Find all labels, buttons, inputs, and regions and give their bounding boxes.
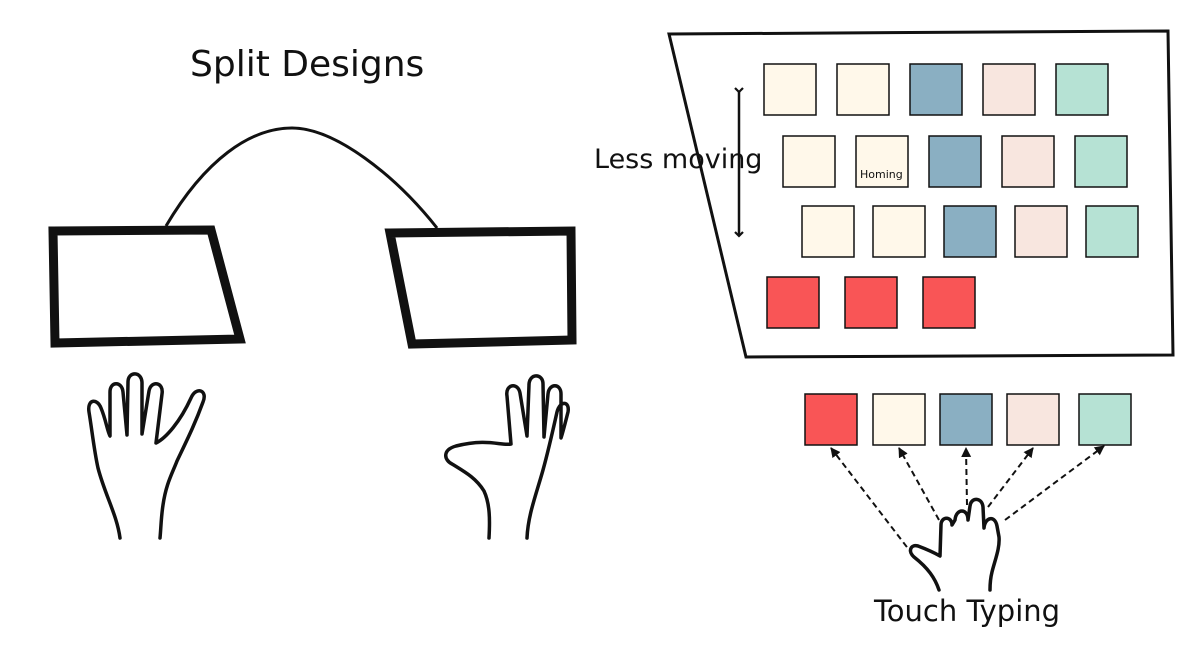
label-less-moving: Less moving <box>594 144 763 175</box>
key-r2-c2 <box>855 135 909 188</box>
key-r2-c5 <box>1074 135 1128 188</box>
keyboard-keys <box>763 63 1139 329</box>
key-r4-c3 <box>922 276 976 329</box>
finger-arrow-1 <box>830 447 914 556</box>
finger-to-key-arrows <box>830 445 1105 556</box>
key-r1-c4 <box>982 63 1036 116</box>
finger-key-3 <box>939 393 993 446</box>
key-r1-c1 <box>763 63 817 116</box>
key-r2-c3 <box>928 135 982 188</box>
key-r1-c3 <box>909 63 963 116</box>
finger-key-5 <box>1078 393 1132 446</box>
finger-arrow-4 <box>987 447 1034 508</box>
staggered-keyboard <box>667 29 1175 359</box>
finger-key-2 <box>872 393 926 446</box>
left-keyboard-half <box>48 225 246 348</box>
key-r2-c1 <box>782 135 836 188</box>
finger-arrow-2 <box>898 447 940 521</box>
connecting-cable <box>164 126 439 229</box>
key-r2-c4 <box>1001 135 1055 188</box>
key-r3-c1 <box>801 205 855 258</box>
key-r3-c2 <box>872 205 926 258</box>
typing-hand-icon <box>908 497 1001 592</box>
split-keyboard-illustration <box>48 126 577 349</box>
left-hand-icon <box>87 372 206 540</box>
finger-key-4 <box>1006 393 1060 446</box>
key-r4-c1 <box>766 276 820 329</box>
key-r1-c2 <box>836 63 890 116</box>
key-r1-c5 <box>1055 63 1109 116</box>
finger-keys-row <box>804 393 1132 446</box>
label-homing: Homing <box>860 168 903 181</box>
key-r3-c3 <box>943 205 997 258</box>
finger-key-1 <box>804 393 858 446</box>
title-split-designs: Split Designs <box>190 44 425 85</box>
right-hand-icon <box>444 374 570 540</box>
key-r3-c4 <box>1014 205 1068 258</box>
right-keyboard-half <box>384 226 577 349</box>
finger-arrow-3 <box>961 447 972 506</box>
label-touch-typing: Touch Typing <box>874 594 1061 628</box>
key-r3-c5 <box>1085 205 1139 258</box>
finger-arrow-5 <box>1004 445 1105 521</box>
key-r4-c2 <box>844 276 898 329</box>
